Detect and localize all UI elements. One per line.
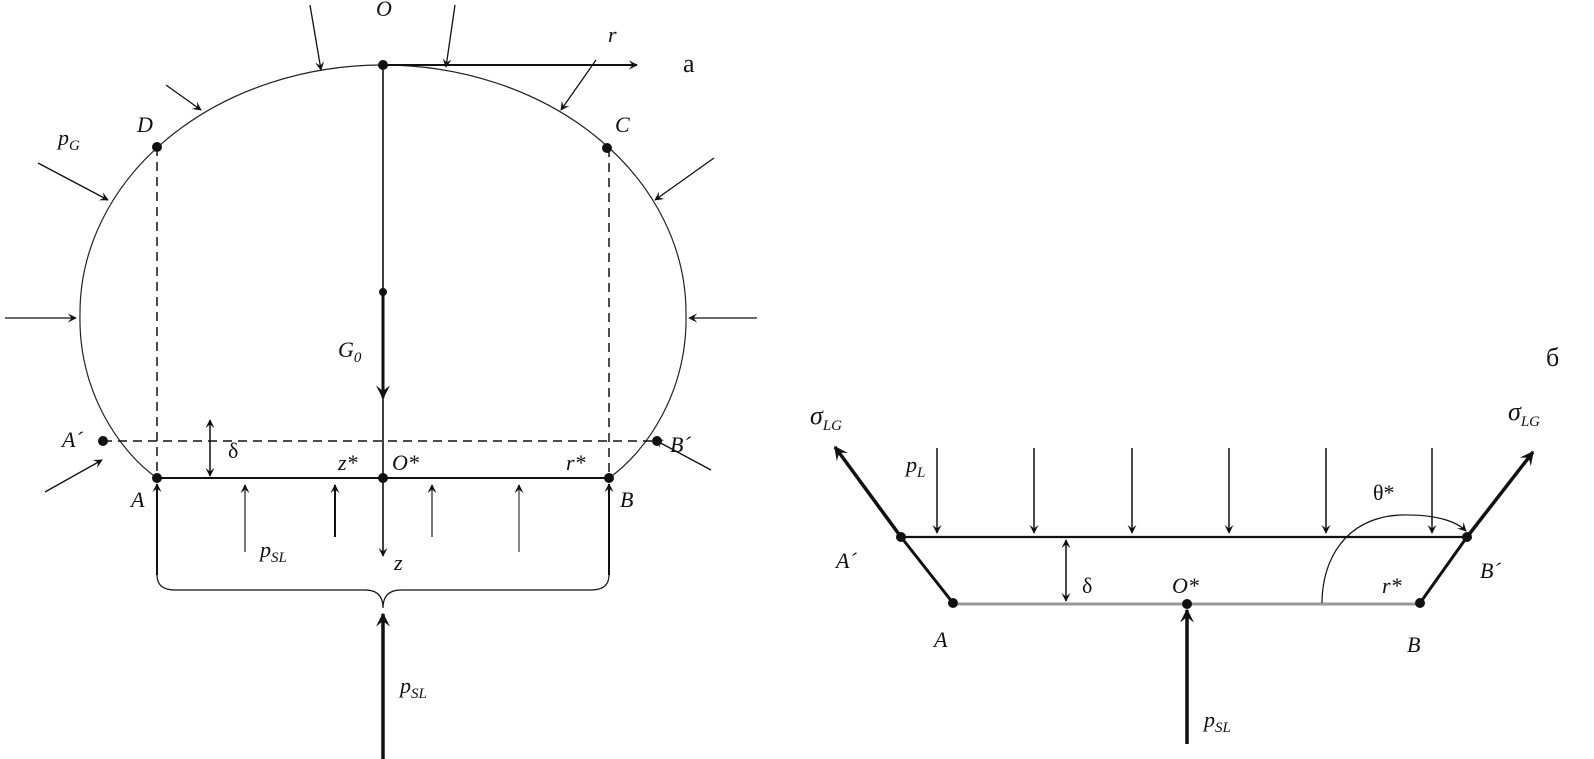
- label-delta: δ: [228, 438, 238, 463]
- panel-b: б σLG σLG pL θ* A´ B´ δ O* r* A B pSL: [810, 343, 1559, 744]
- side-B-B-prime: [1418, 536, 1469, 604]
- label-A-b: A: [932, 627, 948, 652]
- label-pSL-big: pSL: [398, 673, 427, 702]
- label-B-prime: B´: [670, 432, 691, 457]
- label-G0: G0: [338, 337, 362, 366]
- label-O-star-b: O*: [1172, 573, 1199, 598]
- label-O-star: O*: [392, 450, 419, 475]
- label-B-prime-b: B´: [1480, 558, 1501, 583]
- points-a: [98, 60, 662, 483]
- label-sigma-right: σLG: [1508, 397, 1540, 430]
- label-A: A: [129, 487, 145, 512]
- label-A-prime-b: A´: [834, 548, 857, 573]
- label-B: B: [620, 487, 633, 512]
- label-delta-b: δ: [1082, 573, 1092, 598]
- label-A-prime: A´: [60, 427, 83, 452]
- label-r: r: [608, 22, 617, 47]
- pressure-arrows-pL: [932, 448, 1437, 534]
- pressure-arrows-pG: [5, 4, 757, 493]
- label-pL: pL: [904, 452, 925, 481]
- label-z-star: z*: [337, 450, 358, 475]
- pressure-arrows-pSL: [152, 483, 614, 575]
- label-r-star-b: r*: [1382, 573, 1402, 598]
- panel-a-tag: а: [683, 49, 695, 78]
- label-pSL-small: pSL: [258, 537, 287, 566]
- side-A-A-prime: [899, 536, 955, 604]
- label-pG: pG: [56, 125, 80, 154]
- sigma-right-arrow: [1465, 450, 1535, 539]
- panel-a: а O r D C pG G0 A´ B´ δ z* O* r* A B pSL…: [5, 0, 757, 759]
- theta-arc: [1321, 514, 1467, 604]
- panel-b-tag: б: [1546, 343, 1559, 372]
- label-B-b: B: [1407, 632, 1420, 657]
- label-r-star: r*: [566, 450, 586, 475]
- label-sigma-left: σLG: [810, 401, 842, 434]
- label-C: C: [615, 112, 630, 137]
- label-O: O: [376, 0, 392, 21]
- points-b: [896, 532, 1472, 609]
- label-theta-star: θ*: [1373, 480, 1395, 505]
- sigma-left-arrow: [833, 445, 903, 539]
- label-pSL-b: pSL: [1202, 707, 1231, 736]
- label-D: D: [136, 112, 153, 137]
- brace: [156, 574, 610, 609]
- label-z: z: [393, 550, 403, 575]
